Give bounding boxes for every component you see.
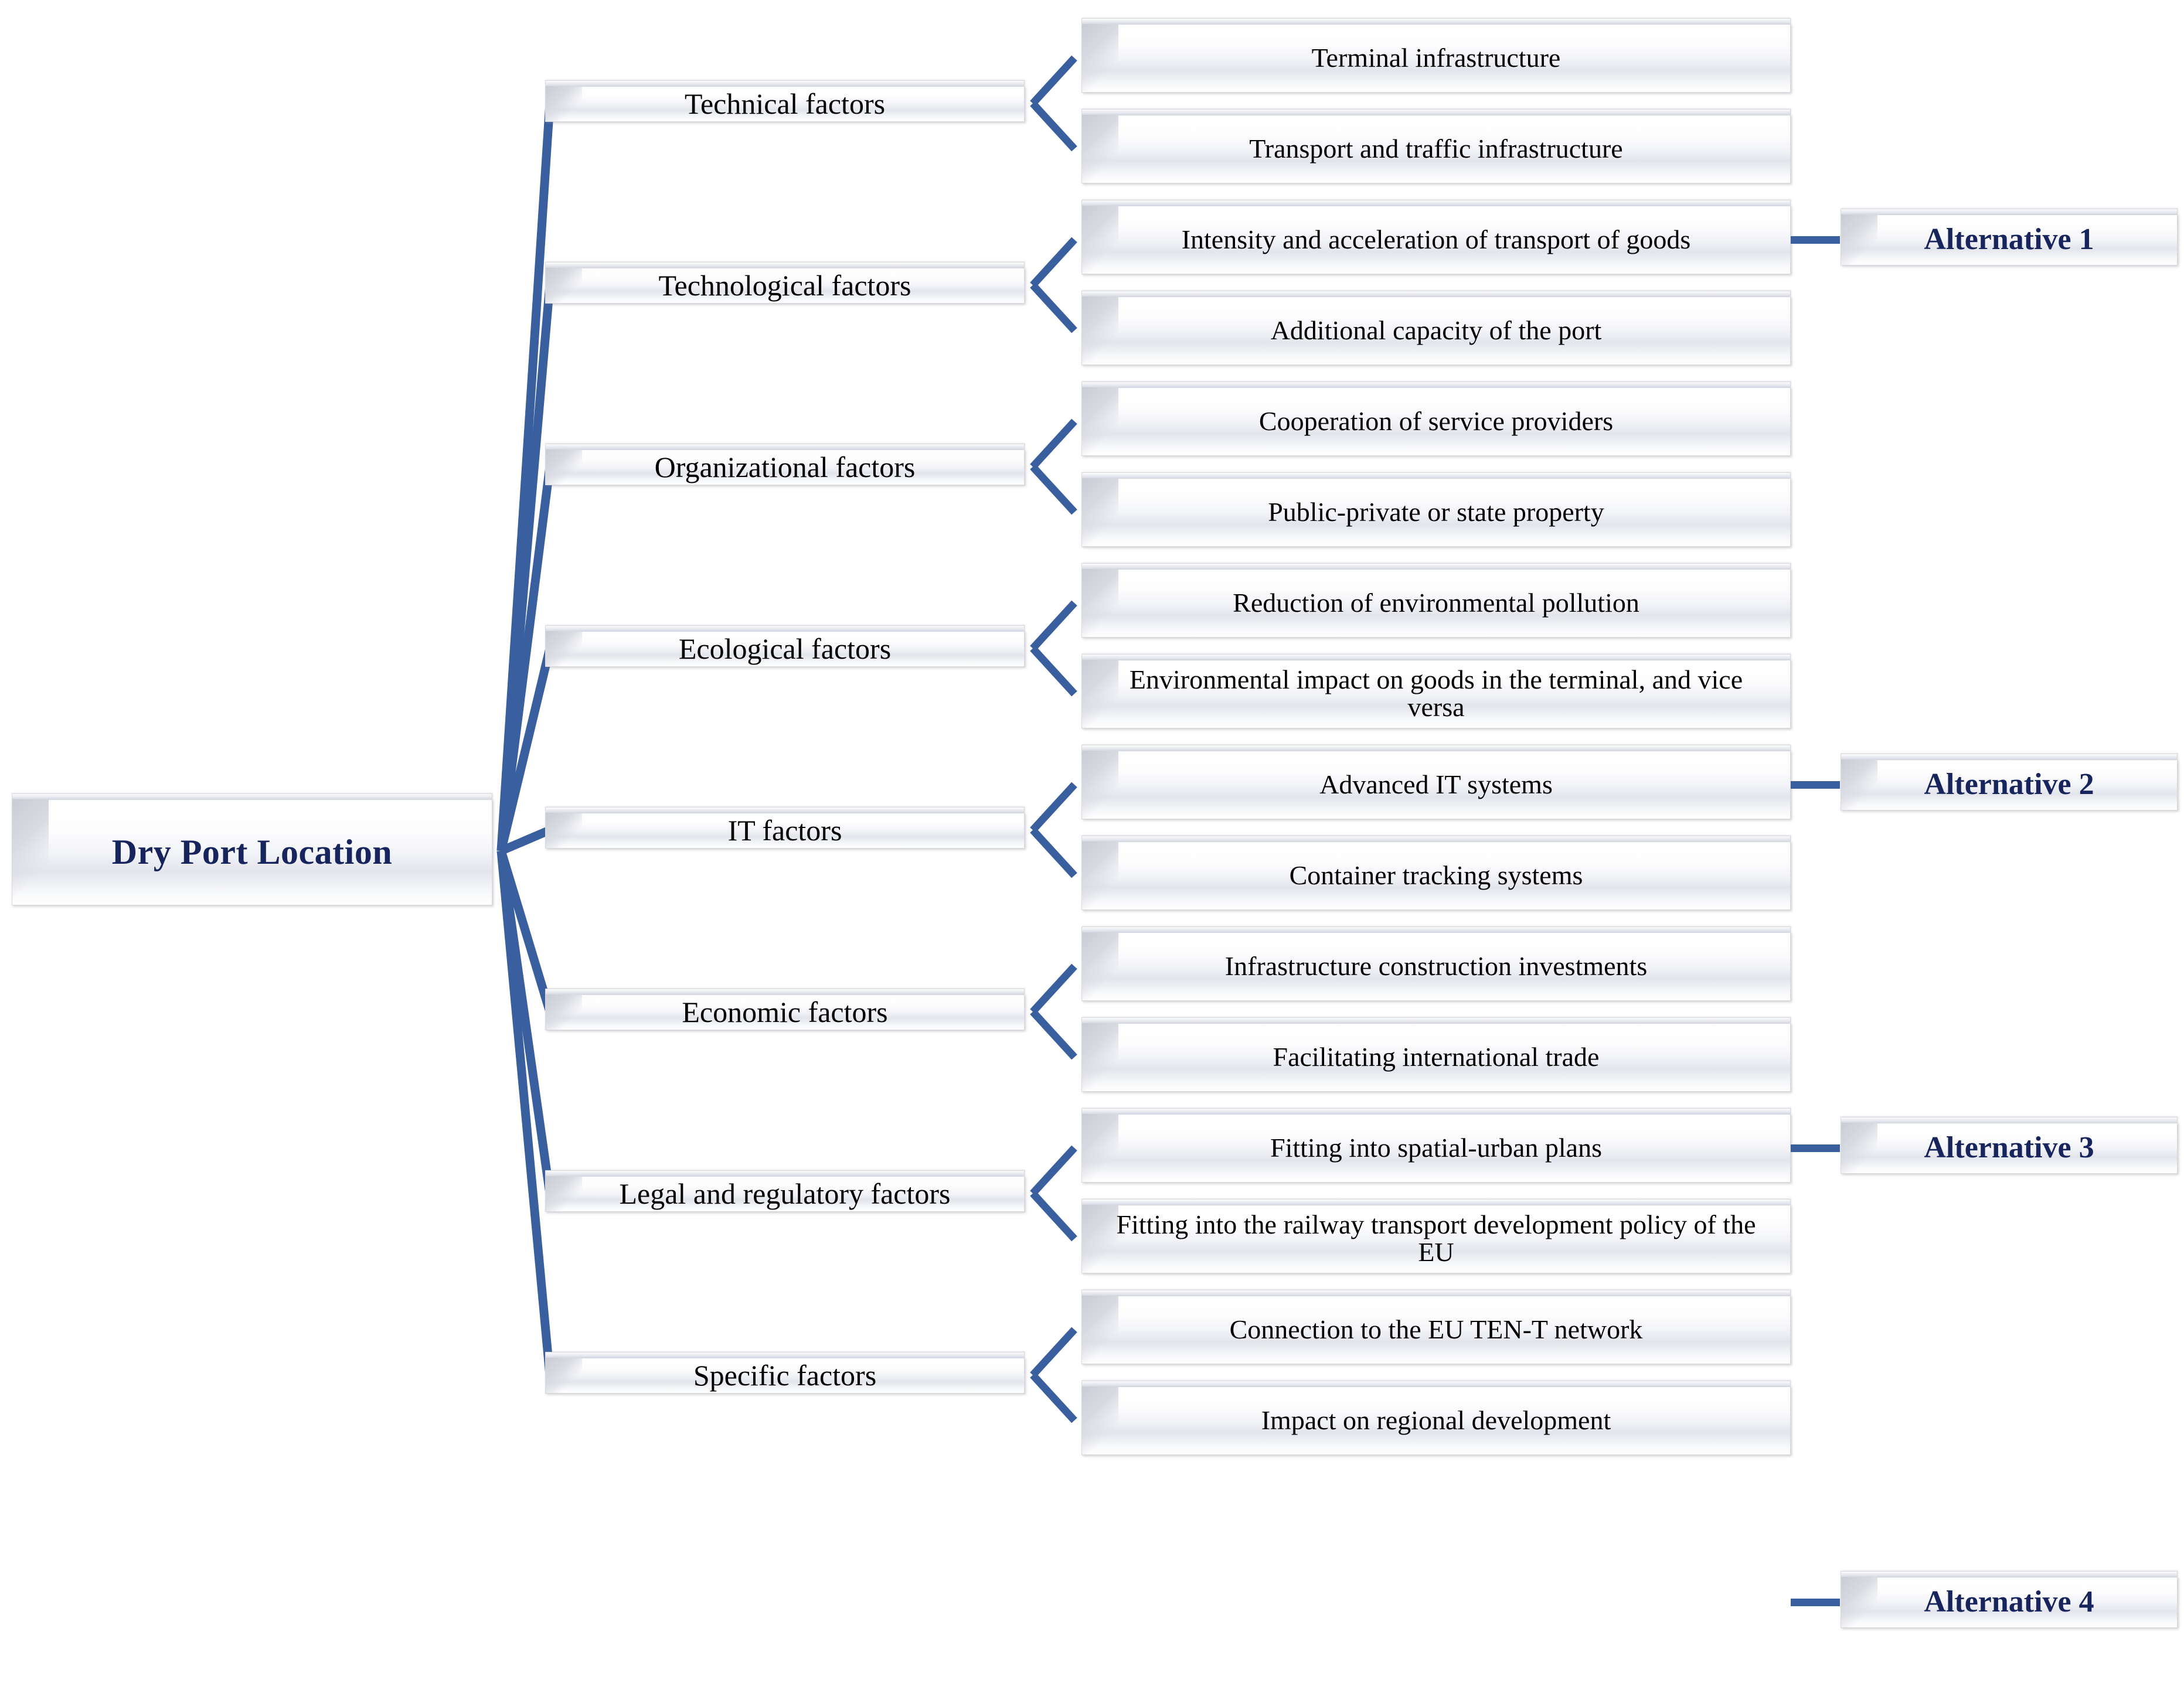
alternative-node-label: Alternative 4: [1924, 1585, 2094, 1619]
leaf-node-label: Connection to the EU TEN-T network: [1229, 1314, 1643, 1344]
factor-node-label: Economic factors: [682, 995, 888, 1028]
alternative-connector-line: [1791, 1599, 1840, 1606]
alternative-connector-line: [1791, 236, 1840, 244]
factor-node[interactable]: Legal and regulatory factors: [545, 1170, 1025, 1212]
leaf-node-label: Fitting into the railway transport devel…: [1116, 1209, 1756, 1267]
factor-node[interactable]: Technological factors: [545, 261, 1025, 304]
factor-node-label: Legal and regulatory factors: [619, 1177, 951, 1210]
alternative-node-label: Alternative 3: [1924, 1130, 2094, 1164]
leaf-node[interactable]: Facilitating international trade: [1081, 1017, 1791, 1092]
factor-node-label: Technical factors: [684, 87, 886, 120]
leaf-node-label: Infrastructure construction investments: [1224, 950, 1648, 981]
factor-node-label: Specific factors: [693, 1358, 877, 1392]
alternative-connector-line: [1791, 781, 1840, 789]
leaf-node[interactable]: Infrastructure construction investments: [1081, 926, 1791, 1001]
leaf-node[interactable]: Container tracking systems: [1081, 836, 1791, 910]
leaf-node-label: Additional capacity of the port: [1270, 315, 1602, 345]
leaf-node-label: Fitting into spatial-urban plans: [1270, 1132, 1602, 1163]
leaf-node[interactable]: Reduction of environmental pollution: [1081, 563, 1791, 638]
factor-node[interactable]: Specific factors: [545, 1351, 1025, 1393]
factor-node[interactable]: IT factors: [545, 806, 1025, 849]
leaf-node[interactable]: Advanced IT systems: [1081, 745, 1791, 819]
root-node-label: Dry Port Location: [111, 832, 393, 871]
leaf-node[interactable]: Connection to the EU TEN-T network: [1081, 1290, 1791, 1364]
leaf-node[interactable]: Intensity and acceleration of transport …: [1081, 200, 1791, 274]
alternative-node[interactable]: Alternative 2: [1841, 754, 2178, 810]
alternative-node[interactable]: Alternative 4: [1841, 1571, 2178, 1628]
leaf-node-label: Intensity and acceleration of transport …: [1181, 224, 1691, 254]
leaf-node[interactable]: Cooperation of service providers: [1081, 381, 1791, 456]
alternative-node[interactable]: Alternative 1: [1841, 209, 2178, 265]
leaf-node[interactable]: Environmental impact on goods in the ter…: [1081, 654, 1791, 728]
leaf-node[interactable]: Impact on regional development: [1081, 1381, 1791, 1455]
root-node-dry-port-location[interactable]: Dry Port Location: [12, 793, 492, 905]
alternative-node-label: Alternative 2: [1924, 767, 2094, 801]
alternative-connector-line: [1791, 1144, 1840, 1152]
leaf-node[interactable]: Fitting into the railway transport devel…: [1081, 1199, 1791, 1273]
factor-node[interactable]: Technical factors: [545, 80, 1025, 122]
leaf-node[interactable]: Public-private or state property: [1081, 472, 1791, 547]
leaf-node-label: Transport and traffic infrastructure: [1249, 133, 1623, 163]
leaf-node-label: Public-private or state property: [1268, 496, 1604, 527]
leaf-node-label: Terminal infrastructure: [1311, 42, 1561, 73]
leaf-node-label: Facilitating international trade: [1273, 1041, 1600, 1072]
leaf-node-label: Advanced IT systems: [1319, 769, 1553, 799]
leaf-node[interactable]: Fitting into spatial-urban plans: [1081, 1108, 1791, 1183]
leaf-node[interactable]: Terminal infrastructure: [1081, 18, 1791, 93]
leaf-node[interactable]: Transport and traffic infrastructure: [1081, 109, 1791, 183]
alternative-node-label: Alternative 1: [1924, 222, 2094, 256]
alternative-node[interactable]: Alternative 3: [1841, 1117, 2178, 1174]
leaf-node-label: Environmental impact on goods in the ter…: [1129, 665, 1743, 722]
factor-node[interactable]: Economic factors: [545, 988, 1025, 1030]
leaf-node[interactable]: Additional capacity of the port: [1081, 291, 1791, 365]
factor-node-label: IT factors: [727, 813, 842, 847]
leaf-node-label: Impact on regional development: [1261, 1405, 1611, 1435]
factor-node-label: Organizational factors: [654, 450, 916, 483]
leaf-node-label: Cooperation of service providers: [1258, 406, 1614, 436]
leaf-node-label: Container tracking systems: [1289, 860, 1583, 890]
factor-node-label: Ecological factors: [678, 632, 892, 665]
factor-node-label: Technological factors: [658, 268, 911, 302]
leaf-node-label: Reduction of environmental pollution: [1233, 587, 1639, 618]
factor-node[interactable]: Ecological factors: [545, 625, 1025, 667]
factor-node[interactable]: Organizational factors: [545, 443, 1025, 485]
